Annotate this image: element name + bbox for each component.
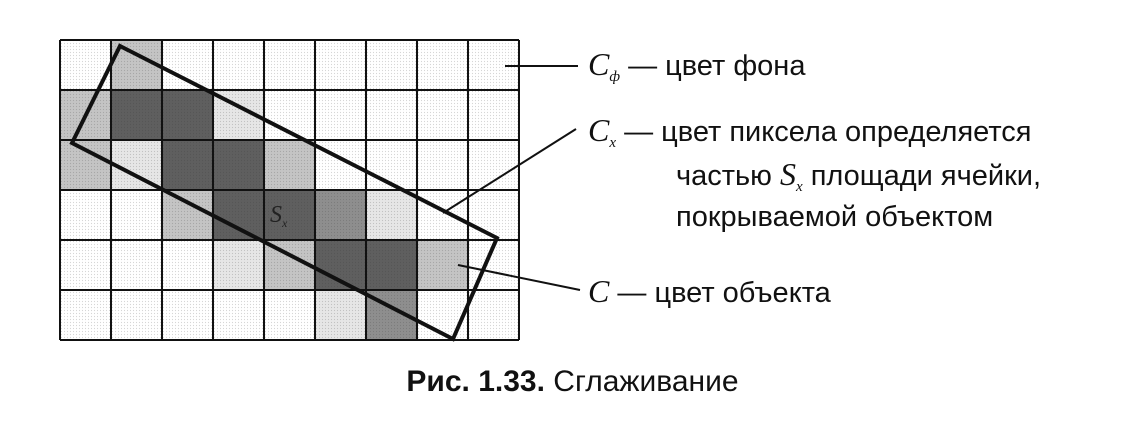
label-pixel-line3: покрываемой объектом: [676, 201, 994, 233]
pixel-grid-lines: [59, 39, 520, 341]
caption-title: Сглаживание: [553, 365, 739, 398]
figure-caption: Рис. 1.33. Сглаживание: [0, 365, 1145, 399]
label-object-color: C — цвет объекта: [588, 273, 831, 309]
cell-area-mark: Sx: [270, 202, 288, 230]
label-pixel-color: Cx — цвет пиксела определяется: [588, 112, 1032, 151]
leader-object: [457, 264, 581, 291]
label-pixel-line2: частью Sx площади ячейки,: [676, 156, 1042, 195]
object-rectangle: [69, 43, 500, 342]
caption-number: Рис. 1.33.: [406, 365, 545, 398]
leader-pixel: [442, 128, 577, 214]
label-background-color: Cф — цвет фона: [588, 46, 806, 85]
